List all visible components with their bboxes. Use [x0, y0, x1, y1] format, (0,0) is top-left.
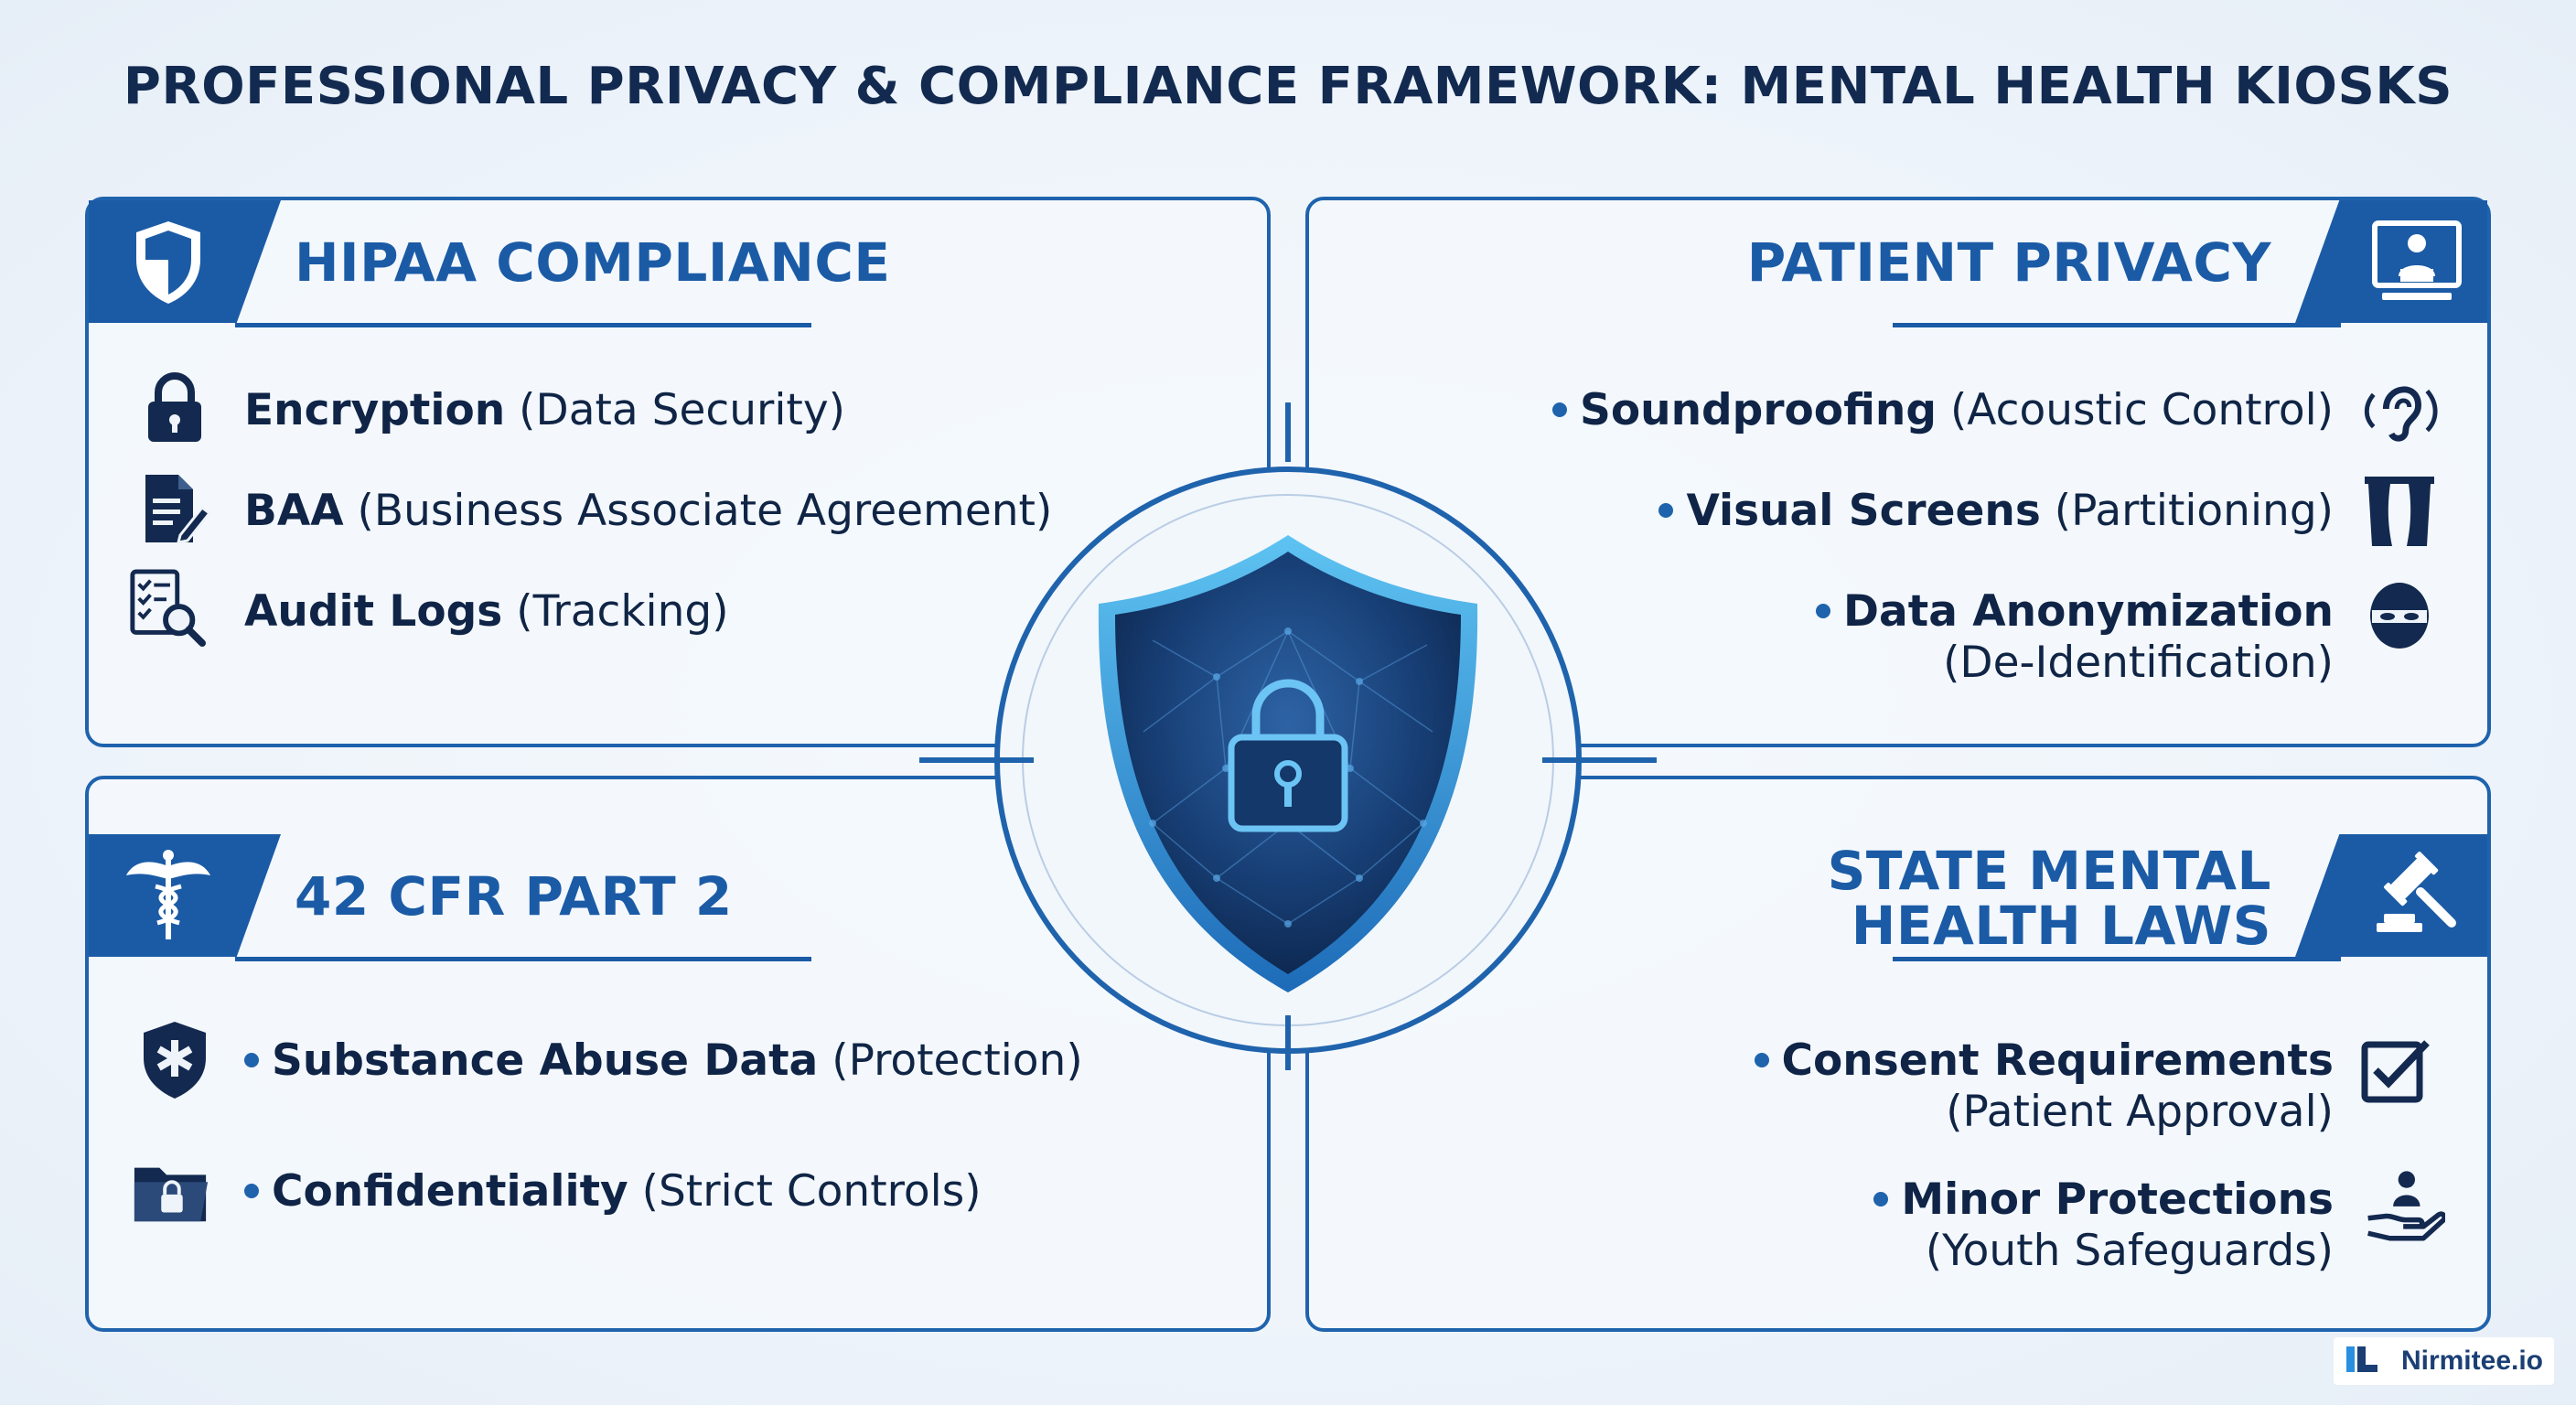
- item-term: Consent Requirements: [1781, 1035, 2334, 1086]
- locked-folder-icon: [131, 1151, 211, 1231]
- header-underline: [235, 957, 811, 961]
- brand-badge: Nirmitee.io: [2333, 1337, 2554, 1385]
- item-detail: (Strict Controls): [641, 1166, 982, 1217]
- bullet: [1816, 603, 1831, 618]
- item-detail: (Business Associate Agreement): [357, 486, 1053, 536]
- item-term: Data Anonymization: [1843, 586, 2334, 637]
- item-detail: (Acoustic Control): [1949, 385, 2334, 435]
- list-item: Minor Protections: [1873, 1174, 2334, 1226]
- gavel-icon: [2367, 845, 2467, 946]
- item-detail: (Partitioning): [2054, 486, 2334, 536]
- page-title: PROFESSIONAL PRIVACY & COMPLIANCE FRAMEW…: [123, 57, 2453, 116]
- person-at-monitor-icon: [2367, 211, 2467, 312]
- list-item: Data Anonymization: [1816, 586, 2334, 638]
- brand-name: Nirmitee.io: [2400, 1346, 2543, 1376]
- shield-icon: [118, 211, 219, 312]
- bullet: [1551, 402, 1567, 417]
- ear-icon: [2359, 369, 2440, 449]
- item-detail-line: (Youth Safeguards): [1925, 1226, 2334, 1276]
- header-underline: [1893, 323, 2341, 327]
- list-item: Audit Logs (Tracking): [244, 586, 729, 638]
- panel-title-line: HEALTH LAWS: [1851, 895, 2271, 957]
- panel-title: PATIENT PRIVACY: [1746, 231, 2271, 294]
- item-term: Audit Logs: [244, 586, 503, 637]
- panel-title: HIPAA COMPLIANCE: [295, 231, 891, 294]
- list-item: Encryption (Data Security): [244, 385, 845, 436]
- item-term: Visual Screens: [1686, 486, 2041, 536]
- document-pen-icon: [134, 469, 215, 550]
- list-item: Soundproofing (Acoustic Control): [1551, 385, 2334, 436]
- bullet: [1754, 1052, 1769, 1067]
- item-detail: (Tracking): [516, 586, 729, 637]
- item-term: Substance Abuse Data: [272, 1035, 819, 1086]
- nirmitee-logo-icon: [2345, 1343, 2392, 1379]
- bullet: [244, 1052, 259, 1067]
- caduceus-icon: [118, 845, 219, 946]
- item-detail: (Protection): [832, 1035, 1083, 1086]
- header-underline: [1893, 957, 2341, 961]
- panel-hipaa-compliance: HIPAA COMPLIANCE Encryption (Data Securi…: [85, 197, 1271, 747]
- panel-patient-privacy: PATIENT PRIVACY Soundproofing (Acoustic …: [1305, 197, 2491, 747]
- panel-state-mental-health-laws: STATE MENTAL HEALTH LAWS Consent Require…: [1305, 776, 2491, 1332]
- curtains-icon: [2359, 471, 2440, 552]
- panel-title-line: STATE MENTAL: [1827, 840, 2271, 902]
- checkbox-icon: [2356, 1030, 2436, 1110]
- header-underline: [235, 323, 811, 327]
- list-item: Substance Abuse Data (Protection): [244, 1035, 1083, 1087]
- item-term: Soundproofing: [1579, 385, 1937, 435]
- hand-person-icon: [2365, 1165, 2445, 1246]
- panel-42-cfr-part-2: 42 CFR PART 2 Substance Abuse Data (Prot…: [85, 776, 1271, 1332]
- checklist-magnifier-icon: [127, 568, 208, 649]
- panel-title: 42 CFR PART 2: [295, 865, 733, 928]
- list-item: Consent Requirements: [1754, 1035, 2334, 1087]
- bullet: [1873, 1191, 1889, 1207]
- panel-title: STATE MENTAL HEALTH LAWS: [1828, 843, 2271, 953]
- bullet: [244, 1183, 259, 1198]
- item-detail-line: (Patient Approval): [1946, 1087, 2334, 1137]
- list-item: BAA (Business Associate Agreement): [244, 486, 1052, 537]
- list-item: Visual Screens (Partitioning): [1658, 486, 2334, 537]
- masked-face-icon: [2359, 575, 2440, 656]
- item-detail: (Data Security): [519, 385, 846, 435]
- item-term: Confidentiality: [272, 1166, 628, 1217]
- item-term: BAA: [244, 486, 344, 536]
- medical-shield-icon: [134, 1019, 215, 1099]
- bullet: [1658, 502, 1674, 518]
- padlock-icon: [134, 368, 215, 448]
- item-term: Minor Protections: [1901, 1174, 2334, 1225]
- item-detail-line: (De-Identification): [1943, 638, 2334, 688]
- list-item: Confidentiality (Strict Controls): [244, 1166, 982, 1217]
- item-term: Encryption: [244, 385, 506, 435]
